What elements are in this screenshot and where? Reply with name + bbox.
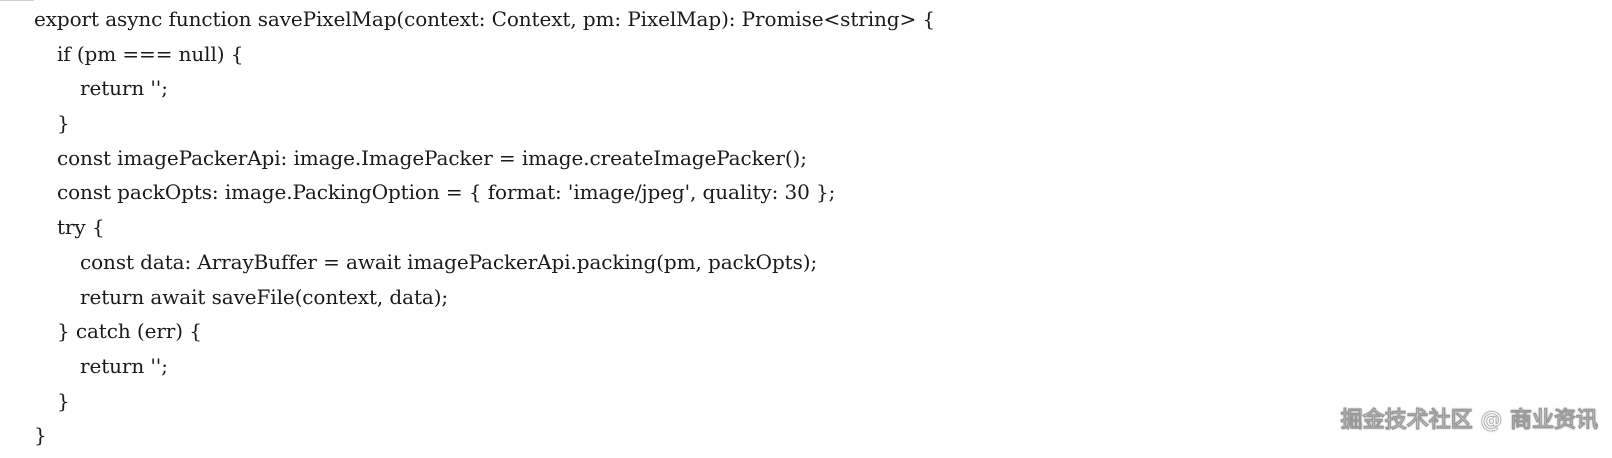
top-rule — [0, 0, 34, 1]
code-block: export async function savePixelMap(conte… — [34, 2, 935, 453]
code-line: if (pm === null) { — [57, 41, 244, 66]
code-line: } — [57, 388, 70, 413]
code-line: } — [57, 111, 70, 136]
code-line: try { — [57, 215, 105, 240]
watermark: 掘金技术社区 @ 商业资讯 — [1340, 408, 1598, 434]
code-line: return await saveFile(context, data); — [80, 284, 449, 309]
code-line: export async function savePixelMap(conte… — [34, 7, 936, 31]
code-line: } catch (err) { — [57, 319, 202, 344]
code-line: return ''; — [80, 76, 168, 101]
code-line: const packOpts: image.PackingOption = { … — [57, 180, 836, 205]
code-line: const data: ArrayBuffer = await imagePac… — [80, 249, 818, 274]
code-line: return ''; — [80, 353, 168, 378]
code-line: const imagePackerApi: image.ImagePacker … — [57, 145, 807, 170]
code-line: } — [34, 423, 47, 448]
